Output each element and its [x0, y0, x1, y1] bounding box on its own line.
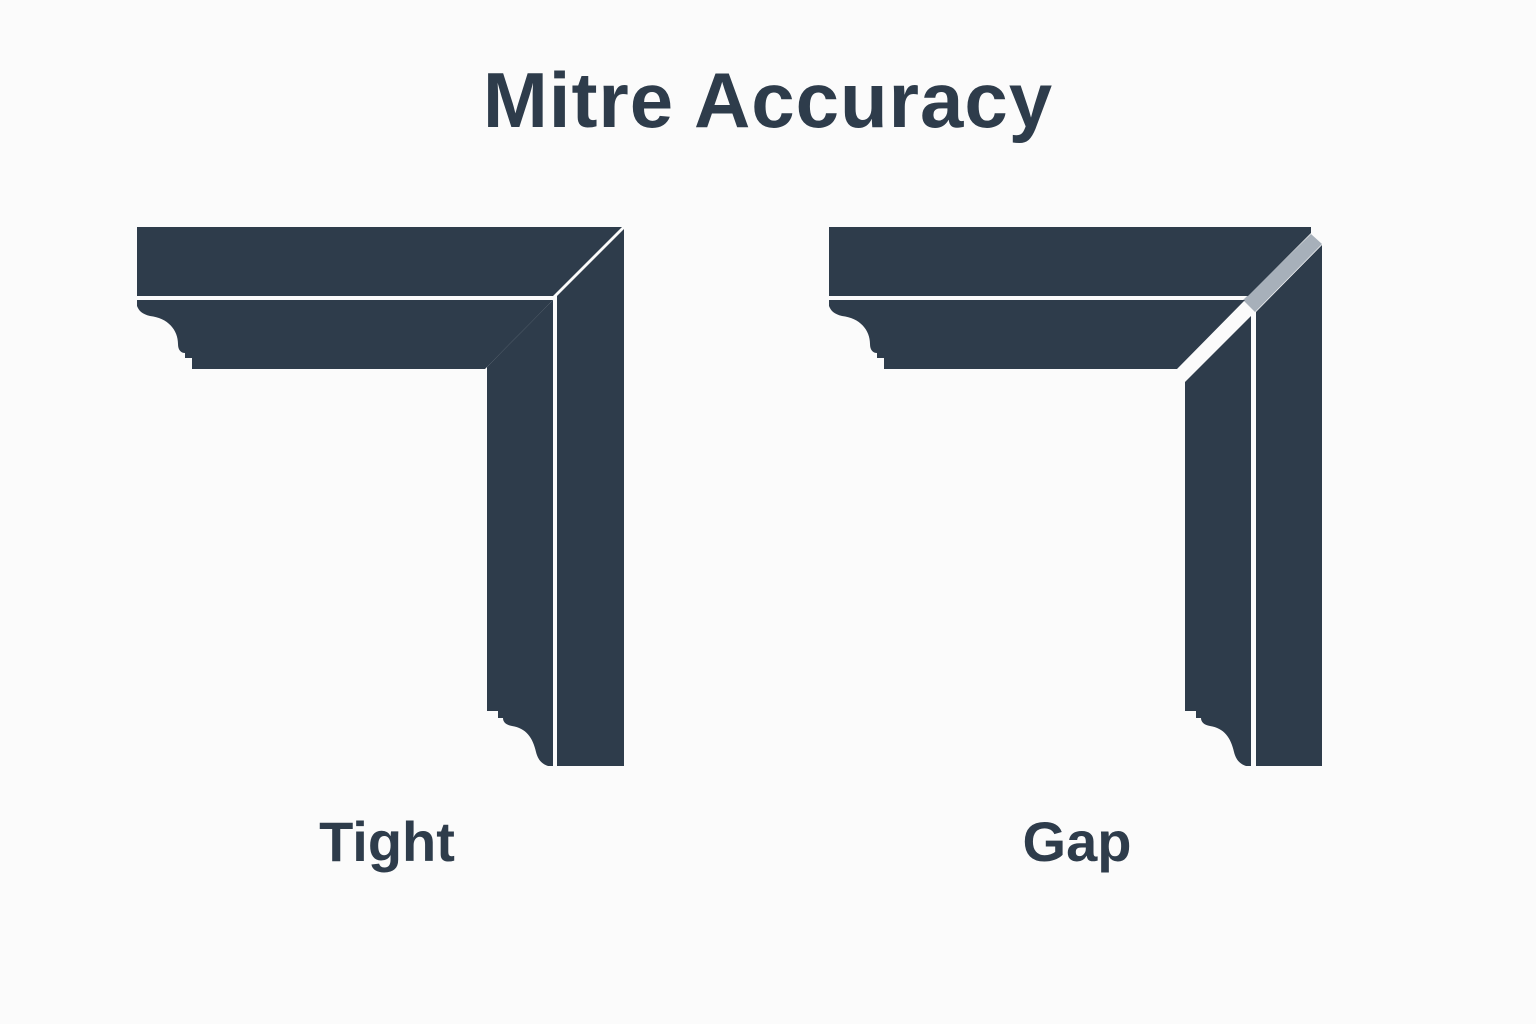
- gap-vertical-outer-band: [1256, 245, 1322, 766]
- tight-horizontal-profile: [137, 300, 553, 369]
- tight-vertical-profile: [487, 300, 553, 766]
- gap-horizontal-profile: [829, 300, 1245, 369]
- gap-horizontal-top-band: [829, 227, 1311, 296]
- tight-vertical-outer-band: [557, 229, 624, 766]
- gap-vertical-profile: [1185, 316, 1251, 766]
- tight-corner: [137, 227, 624, 766]
- gap-label: Gap: [1022, 810, 1132, 873]
- tight-label: Tight: [319, 810, 455, 873]
- tight-horizontal-top-band: [137, 227, 622, 296]
- diagram-title: Mitre Accuracy: [482, 56, 1054, 144]
- gap-corner: [829, 227, 1322, 766]
- gap-sliver: [1243, 234, 1322, 312]
